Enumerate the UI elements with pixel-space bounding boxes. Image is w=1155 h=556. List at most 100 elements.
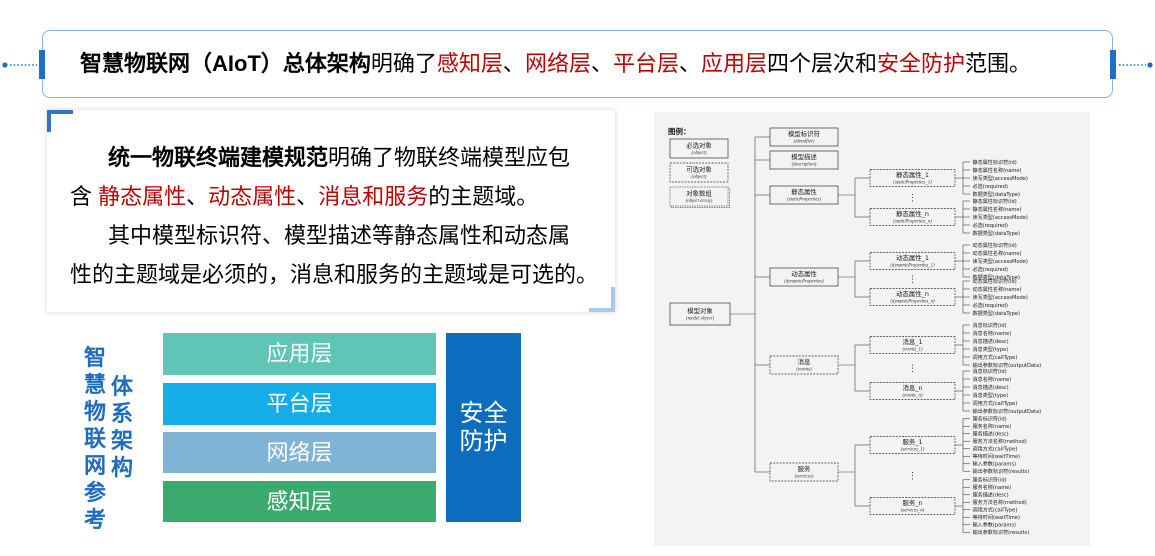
legend-object-array-box [669,186,729,207]
vertical-ellipsis: ⋮ [908,364,917,374]
field-item: 读写类型(accessMode) [973,294,1028,301]
node-dynamic-properties-1-label: 动态属性_1 [896,253,929,262]
layer-application: 应用层 [163,333,436,375]
dot-marker-right [1147,62,1153,68]
dotted-line-left [2,62,37,68]
field-item: 消息名称(name) [973,376,1012,383]
banner-middle: 四个层次和 [767,51,878,76]
banner-subject: 智慧物联网（AIoT）总体架构 [80,51,371,76]
field-item: 服务描述(desc) [973,431,1009,438]
field-item: 数据类型(dataType) [973,274,1021,281]
field-item: 输出参数标识符(results) [973,468,1030,475]
field-item: 调用方式(callType) [973,446,1018,453]
banner-separator: 、 [502,51,525,76]
field-item: 静态属性标识符(id) [973,198,1017,205]
field-item: 输出参数标识符(outputData) [973,362,1042,369]
node-events-label: 消息 [798,357,811,366]
banner-text: 智慧物联网（AIoT）总体架构明确了感知层、网络层、平台层、应用层四个层次和安全… [80,31,1031,97]
legend-optional-object-english-label: (object) [692,175,707,180]
vertical-ellipsis: ⋮ [908,472,917,482]
intro-domain-static: 静态属性 [98,184,187,209]
intro-separator: 、 [186,184,209,209]
node-identifier-box [769,127,839,147]
banner-layer-platform: 平台层 [612,51,679,76]
field-item: 数据类型(dataType) [973,310,1021,317]
node-services-label: 服务 [798,464,811,473]
intro-domain-dynamic: 动态属性 [208,184,297,209]
intro-line-3: 其中模型标识符、模型描述等静态属性和动态属 [108,223,571,248]
field-item: 服务标识符(id) [973,477,1007,484]
security-protection-box: 安全防护 [446,333,521,522]
node-description-box [769,150,839,170]
banner-layer-perception: 感知层 [436,51,503,76]
field-item: 消息类型(type) [973,392,1009,399]
field-item: 输出参数标识符(outputData) [973,408,1042,415]
dotted-line-right [1119,62,1153,68]
field-item: 服务描述(desc) [973,492,1009,499]
node-services-1-label: 服务_1 [902,437,922,446]
field-item: 输入参数(params) [973,461,1017,468]
legend-optional-object-label: 可选对象 [686,164,712,173]
field-item: 等待时间(waitTime) [973,514,1021,521]
node-services-n-label: 服务_n [902,498,922,507]
field-item: 调用方式(callType) [973,354,1018,361]
node-static-properties-n-label: 静态属性_n [896,209,929,218]
node-services-english-label: (services) [795,475,814,480]
corner-bracket-bottom-right-h [589,308,615,312]
intro-paragraph: 统一物联终端建模规范明确了物联终端模型应包 含 静态属性、动态属性、消息和服务的… [70,138,610,294]
node-dynamic-properties-n-label: 动态属性_n [896,289,929,298]
node-services-1-english-label: (services_1) [901,448,925,453]
field-item: 调用方式(callType) [973,400,1018,407]
field-item: 消息描述(desc) [973,338,1009,345]
node-static-properties-1-label: 静态属性_1 [896,170,929,179]
dot-marker-left [2,62,8,68]
node-dynamic-properties-n-english-label: (dynamicProperties_n) [890,300,935,305]
layer-perception: 感知层 [163,481,436,522]
field-item: 读写类型(accessMode) [973,175,1028,182]
field-item: 动态属性标识符(id) [973,242,1017,249]
node-events-n-label: 消息_n [902,383,922,392]
terminal-model-tree-diagram: 图例：必选对象(object)可选对象(object)对象数组(object a… [654,112,1090,546]
layer-platform: 平台层 [163,383,436,425]
corner-bracket-top-left-v [47,110,51,132]
field-item: 必选(required) [973,183,1009,190]
node-static-properties-n-english-label: (staticProperties_n) [893,220,932,225]
field-item: 服务方法名称(method) [973,499,1027,506]
field-item: 调用方式(callType) [973,507,1018,514]
node-events-1-label: 消息_1 [902,337,922,346]
field-item: 消息类型(type) [973,346,1009,353]
field-item: 服务名称(name) [973,423,1012,430]
banner-ending: 范围。 [965,51,1032,76]
field-item: 数据类型(dataType) [973,230,1021,237]
field-item: 消息标识符(id) [973,368,1007,375]
field-item: 输出参数标识符(results) [973,529,1030,536]
banner-layer-network: 网络层 [524,51,591,76]
banner-security-scope: 安全防护 [877,51,966,76]
corner-bracket-bottom-right-v [611,287,615,312]
node-identifier-english-label: (identifier) [794,140,815,145]
banner-accent-bar-right [1110,50,1116,79]
legend-object-array-label: 对象数组 [686,188,712,197]
legend-object-array-english-label: (object array) [686,199,713,204]
intro-text-box [47,110,615,312]
architecture-title-column-2: 体系架构 [110,374,133,480]
banner-accent-bar-left [39,50,45,79]
node-model-object-english-label: (model object) [686,317,714,322]
node-events-english-label: (events) [796,368,812,373]
layer-network: 网络层 [163,432,436,473]
intro-line-4: 性的主题域是必须的，消息和服务的主题域是可选的。 [70,262,599,287]
field-item: 动态属性标识符(id) [973,278,1017,285]
field-item: 服务方法名称(method) [973,438,1027,445]
legend-optional-object-box [669,162,729,183]
intro-line-2: 含 静态属性、动态属性、消息和服务的主题域。 [70,177,610,216]
legend-required-object-box [669,138,729,159]
banner-box: 智慧物联网（AIoT）总体架构明确了感知层、网络层、平台层、应用层四个层次和安全… [42,30,1113,98]
field-item: 消息标识符(id) [973,322,1007,329]
field-item: 读写类型(accessMode) [973,258,1028,265]
node-events-1-english-label: (events_1) [903,348,923,353]
banner-layer-application: 应用层 [701,51,768,76]
legend-required-object-english-label: (object) [692,151,707,156]
node-events-n-english-label: (events_n) [903,394,923,399]
vertical-ellipsis: ⋮ [908,194,917,204]
security-protection-label: 安全防护 [459,399,508,455]
